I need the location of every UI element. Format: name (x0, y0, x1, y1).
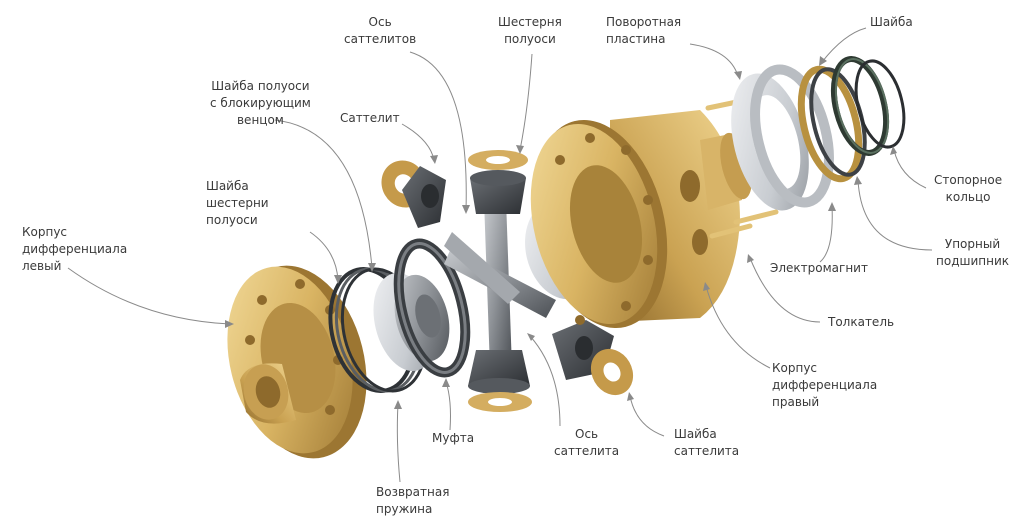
left-housing (227, 265, 367, 459)
label-korpus-levyy: Корпус дифференциала левый (22, 225, 128, 273)
washer-top-right (830, 56, 890, 156)
side-gear-top (468, 150, 528, 214)
leader-arrowheads (225, 56, 897, 409)
label-shayba-satellita: Шайба саттелита (674, 427, 740, 458)
electromagnet (731, 64, 834, 211)
right-housing (530, 110, 752, 329)
label-os-satellita: Ось саттелита (554, 427, 620, 458)
label-shayba-top: Шайба (870, 15, 913, 29)
label-elektromagnit: Электромагнит (770, 261, 868, 275)
planet-gear-lower (552, 320, 634, 396)
label-os-satellitov: Ось саттелитов (344, 15, 417, 46)
label-mufta: Муфта (432, 431, 475, 445)
label-shayba-shesterni: Шайба шестерни полуоси (206, 179, 269, 227)
label-povorotnaya-plastina: Поворотная пластина (606, 15, 682, 46)
label-satellit: Саттелит (340, 111, 400, 125)
label-vozvratnaya-pruzhina: Возвратная пружина (376, 485, 450, 516)
label-shesternya-poluosi: Шестерня полуоси (498, 15, 562, 46)
label-upornyy-podshipnik: Упорный подшипник (936, 237, 1010, 268)
side-gear-bottom (468, 350, 532, 412)
retaining-ring (854, 59, 906, 149)
locking-collar (393, 238, 471, 378)
label-korpus-pravyy: Корпус дифференциала правый (772, 361, 878, 409)
cross-shaft (444, 200, 556, 368)
label-shayba-poluosi: Шайба полуоси с блокирующим венцом (210, 79, 311, 127)
side-gear-left (373, 272, 450, 372)
planet-gear-upper (381, 160, 446, 228)
label-stopornoe-koltso: Стопорное кольцо (934, 173, 1003, 204)
label-tolkatel: Толкатель (828, 315, 895, 329)
